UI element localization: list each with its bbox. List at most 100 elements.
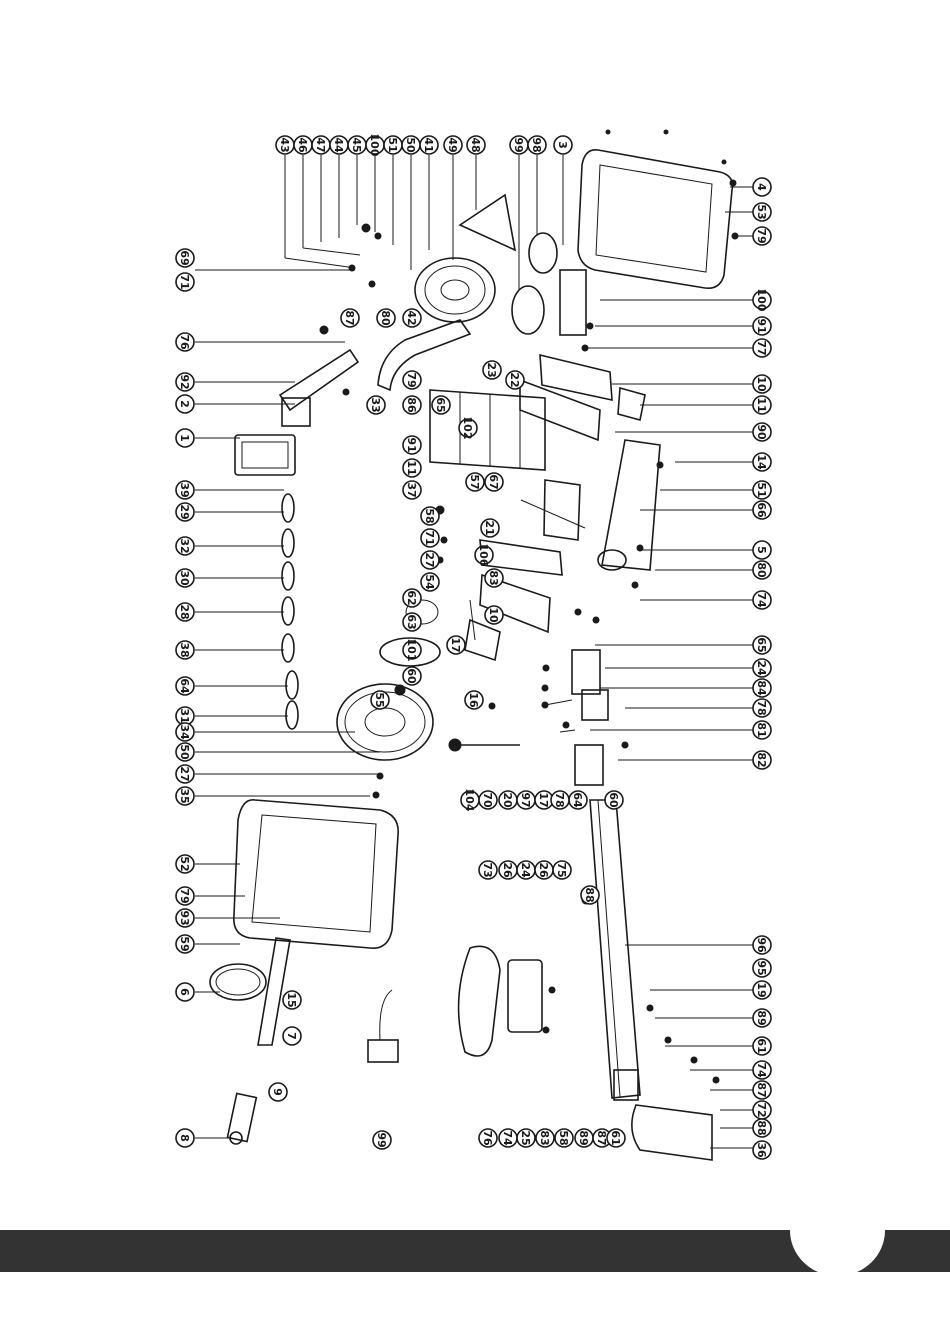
callout-label: 11 [755,397,768,412]
callout-circle [175,934,195,954]
callout-17: 17 [446,635,466,655]
callout-label: 2 [178,400,191,408]
callout-label: 80 [755,562,768,578]
callout-24: 24 [516,860,536,880]
callout-label: 4 [755,183,768,191]
callout-80: 80 [376,308,396,328]
callout-circle [466,135,486,155]
callout-99: 99 [372,1130,392,1150]
callout-label: 61 [609,1130,622,1145]
callout-label: 20 [501,792,514,808]
callout-label: 26 [537,862,550,878]
callout-100: 100 [365,134,385,157]
callout-70: 70 [478,790,498,810]
callout-49: 49 [443,135,463,155]
callout-label: 3 [556,141,569,149]
callout-label: 60 [405,668,418,684]
callout-label: 54 [423,574,436,590]
callout-circle [604,790,624,810]
callout-label: 17 [537,792,550,807]
callout-circle [752,560,772,580]
callout-79: 79 [752,226,772,246]
callout-circle [752,698,772,718]
callout-label: 87 [595,1130,608,1145]
callout-90: 90 [752,422,772,442]
callout-76: 76 [175,332,195,352]
callout-circle [175,908,195,928]
callout-23: 23 [482,360,502,380]
callout-circle [554,1128,574,1148]
callout-44: 44 [329,135,349,155]
callout-28: 28 [175,602,195,622]
callout-45: 45 [347,135,367,155]
callout-64: 64 [568,790,588,810]
callout-circle [446,635,466,655]
callout-4: 4 [752,177,772,197]
callout-circle [752,720,772,740]
callout-73: 73 [478,860,498,880]
callout-label: 33 [369,397,382,412]
callout-label: 61 [755,1038,768,1053]
callout-label: 88 [583,887,596,902]
seat [457,945,501,1057]
callout-24: 24 [752,658,772,678]
callout-33: 33 [366,395,386,415]
callout-circle [480,518,500,538]
callout-label: 26 [501,862,514,878]
leader-lines [195,155,760,1149]
callout-circle [175,372,195,392]
callout-label: 63 [405,614,418,629]
callout-label: 7 [285,1032,298,1040]
callout-label: 53 [755,204,768,219]
callout-circle [484,605,504,625]
hardware [319,129,739,1084]
callout-37: 37 [402,480,422,500]
callout-label: 101 [405,639,418,662]
callout-label: 15 [285,992,298,1007]
callout-76: 76 [478,1128,498,1148]
callout-label: 50 [178,744,191,760]
callout-circle [402,640,422,660]
callout-circle [402,308,422,328]
callout-label: 58 [557,1130,570,1145]
callout-label: 73 [481,862,494,877]
callout-label: 17 [449,637,462,652]
callout-circle [752,658,772,678]
callout-label: 91 [755,318,768,333]
callout-circle [752,1140,772,1160]
callout-69: 69 [175,248,195,268]
callout-label: 11 [405,460,418,475]
callout-label: 57 [468,474,481,489]
callout-label: 27 [178,766,191,781]
callout-label: 25 [519,1130,532,1145]
callout-77: 77 [752,338,772,358]
callout-32: 32 [175,536,195,556]
callout-label: 84 [755,680,768,696]
callout-circle [752,590,772,610]
callout-circle [340,308,360,328]
callout-52: 52 [175,854,195,874]
callout-circle [282,990,302,1010]
callout-label: 89 [755,1010,768,1025]
callout-label: 27 [423,552,436,567]
callout-95: 95 [752,958,772,978]
pulley [414,257,496,323]
callout-10: 10 [752,374,772,394]
callout-label: 55 [373,692,386,707]
callout-label: 87 [755,1082,768,1097]
callout-65: 65 [431,395,451,415]
callout-label: 99 [375,1132,388,1147]
callout-71: 71 [175,272,195,292]
callout-label: 10 [755,376,768,392]
callout-label: 95 [755,960,768,975]
callout-55: 55 [370,690,390,710]
callout-circle [552,860,572,880]
callout-10: 10 [484,605,504,625]
callout-label: 58 [423,508,436,523]
callout-72: 72 [752,1100,772,1120]
callout-87: 87 [340,308,360,328]
console [234,434,296,476]
callout-label: 76 [178,334,191,350]
callout-label: 41 [422,137,435,152]
